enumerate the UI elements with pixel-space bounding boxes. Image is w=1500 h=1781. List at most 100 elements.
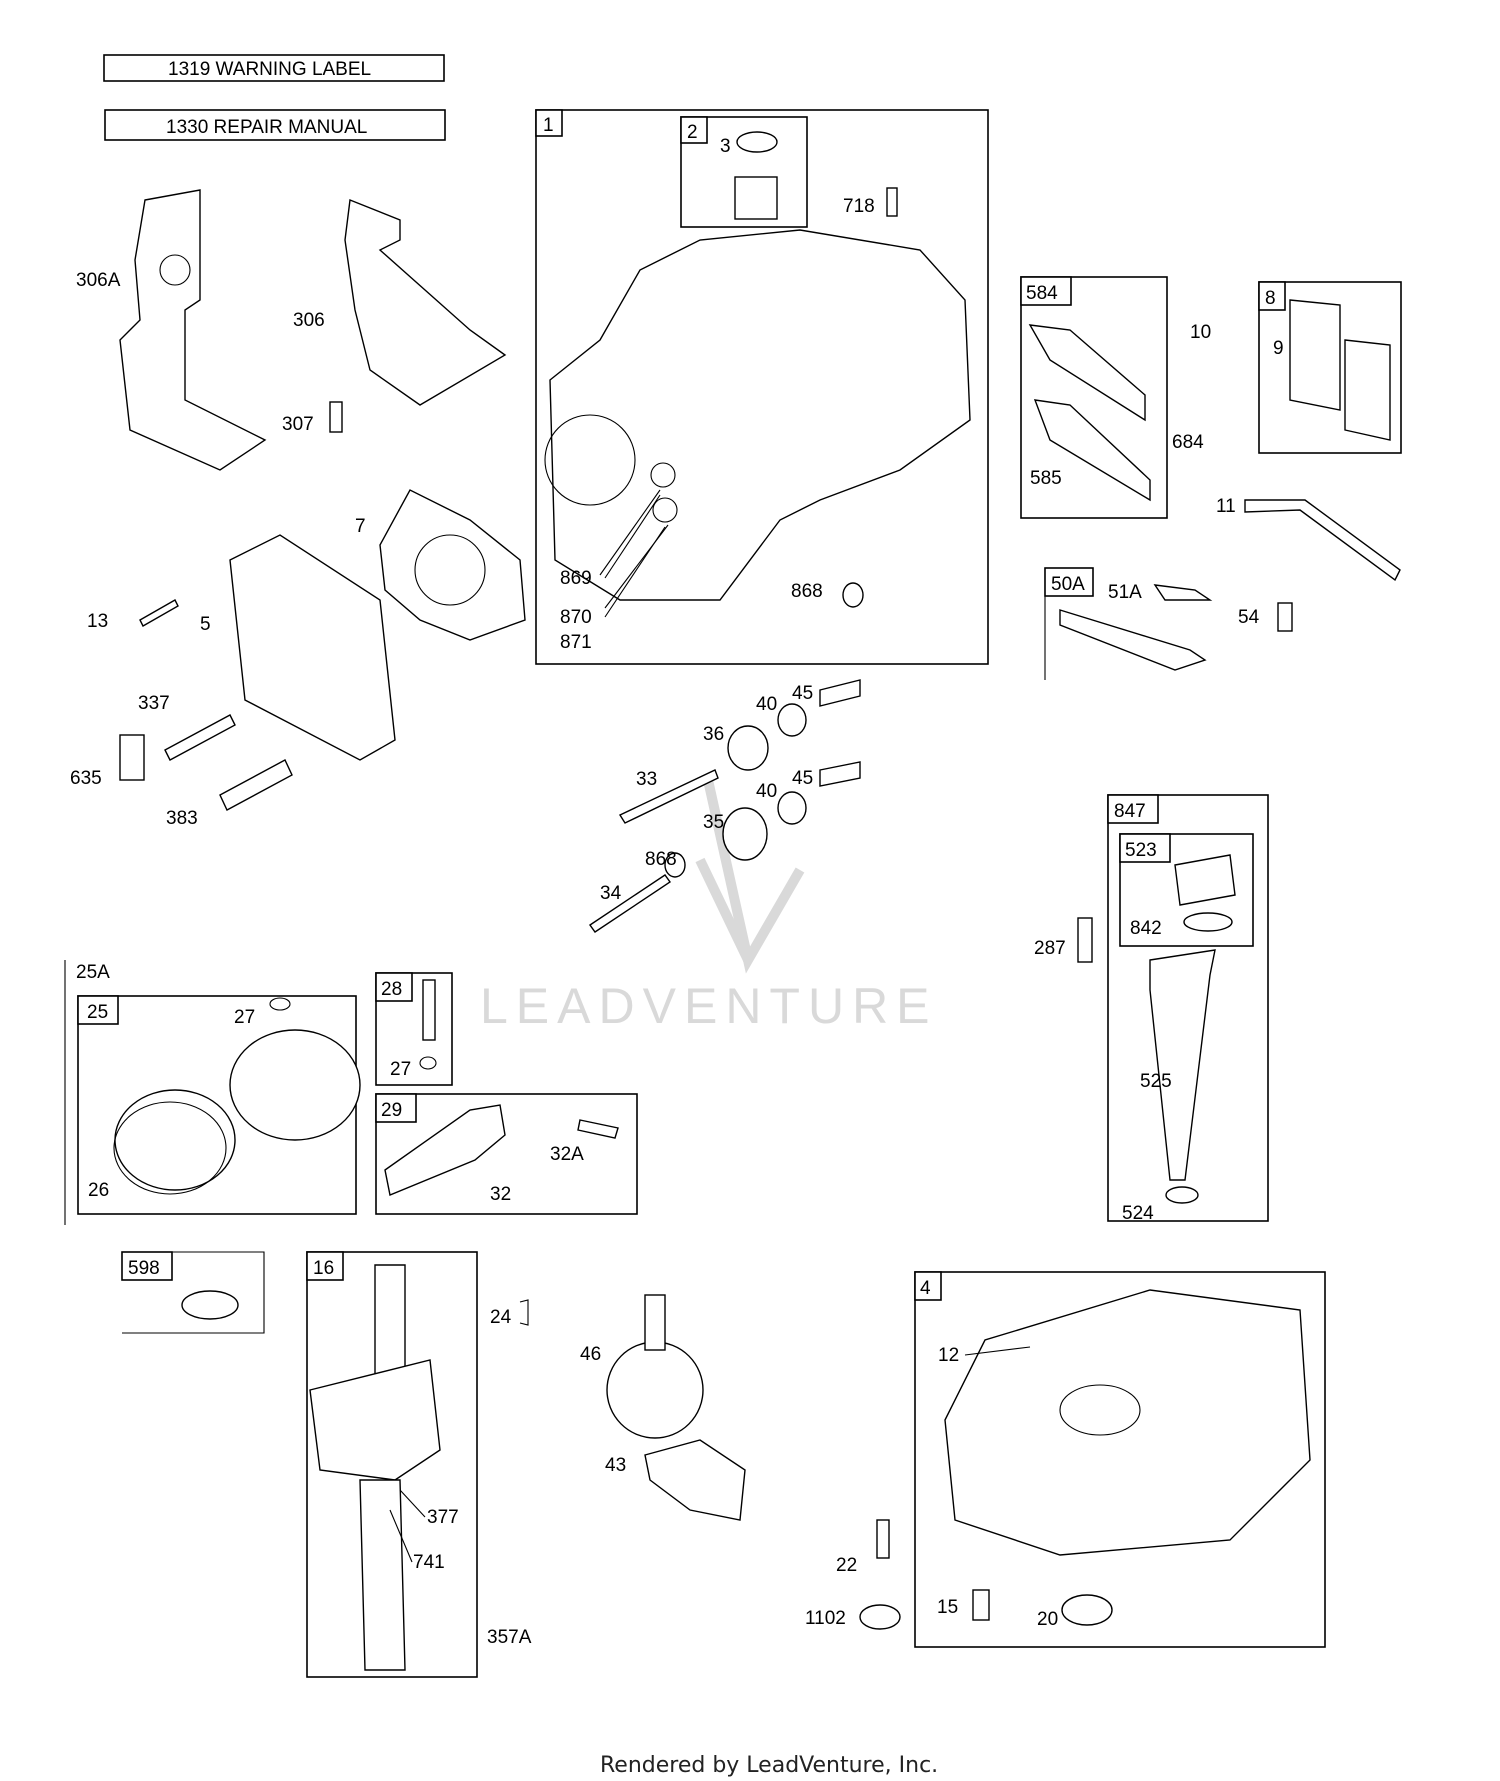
- callout-13: 13: [87, 611, 108, 632]
- svg-text:29: 29: [381, 1100, 402, 1121]
- callout-7: 7: [355, 516, 366, 537]
- leader-lines: [389, 494, 1031, 1563]
- callout-36: 36: [703, 724, 724, 745]
- callout-9: 9: [1273, 338, 1284, 359]
- svg-text:523: 523: [1125, 840, 1157, 861]
- callout-35: 35: [703, 812, 724, 833]
- tool-383: [219, 759, 293, 811]
- callout-11: 11: [1216, 496, 1236, 517]
- callout-870: 870: [560, 607, 592, 628]
- svg-text:1: 1: [543, 115, 554, 136]
- svg-text:25A: 25A: [76, 962, 110, 983]
- washer-1102: [859, 1604, 901, 1630]
- callout-34: 34: [600, 883, 622, 904]
- valve-seal-868a: [842, 582, 864, 608]
- sump-4: [944, 1289, 1311, 1556]
- spark-plug-337: [164, 714, 236, 761]
- callout-684: 684: [1172, 432, 1204, 453]
- group-box-28: 28: [375, 972, 453, 1086]
- callout-10: 10: [1190, 322, 1211, 343]
- callout-45-lower: 45: [792, 768, 813, 789]
- crankshaft-16: [309, 1264, 441, 1671]
- callout-306: 306: [293, 310, 325, 331]
- bushing-part-3: [734, 131, 778, 220]
- callout-43: 43: [605, 1455, 626, 1476]
- callout-5: 5: [200, 614, 211, 635]
- group-box-50A: 50A: [1044, 567, 1094, 680]
- callout-1102: 1102: [805, 1608, 846, 1629]
- cam-gear-46: [606, 1294, 704, 1439]
- svg-text:4: 4: [920, 1278, 931, 1299]
- warning-label-text: 1319 WARNING LABEL: [168, 59, 371, 80]
- callout-871: 871: [560, 632, 592, 653]
- callout-585: 585: [1030, 468, 1062, 489]
- cover-8: [1289, 299, 1391, 441]
- callout-22: 22: [836, 1555, 857, 1576]
- callout-33: 33: [636, 769, 657, 790]
- pin-718: [886, 187, 898, 217]
- fastener-287: [1077, 917, 1093, 963]
- cylinder-head-5: [229, 534, 396, 761]
- warning-label-box[interactable]: 1319 WARNING LABEL: [103, 54, 445, 82]
- tube-11: [1244, 499, 1401, 582]
- piston-25: [113, 997, 361, 1195]
- watermark-text: LEADVENTURE: [480, 978, 938, 1034]
- callouts: 3 718 306A 306 307 10 9 684 585 11 869 8…: [70, 136, 1284, 1648]
- callout-46: 46: [580, 1344, 601, 1365]
- gasket-585: [1033, 399, 1151, 502]
- governor-43: [644, 1439, 746, 1521]
- svg-text:50A: 50A: [1051, 574, 1085, 595]
- cylinder-block: [544, 229, 971, 609]
- callout-383: 383: [166, 808, 198, 829]
- callout-12: 12: [938, 1345, 959, 1366]
- callout-40-lower: 40: [756, 781, 777, 802]
- callout-635: 635: [70, 768, 102, 789]
- callout-15: 15: [937, 1597, 958, 1618]
- callout-32: 32: [490, 1184, 511, 1205]
- o-ring-524: [1165, 1186, 1199, 1204]
- repair-manual-text: 1330 REPAIR MANUAL: [166, 117, 367, 138]
- heat-shield-306: [344, 199, 507, 406]
- callout-869: 869: [560, 568, 592, 589]
- svg-text:28: 28: [381, 979, 402, 1000]
- screw-54: [1277, 602, 1293, 632]
- group-box-598: 598: [121, 1251, 265, 1334]
- callout-718: 718: [843, 196, 875, 217]
- gasket-584: [1028, 324, 1146, 422]
- o-ring-598: [181, 1290, 239, 1320]
- watermark: LEADVENTURE: [480, 778, 938, 1034]
- svg-text:25: 25: [87, 1002, 108, 1023]
- piston-pin-28: [419, 979, 437, 1070]
- callout-842: 842: [1130, 918, 1162, 939]
- callout-27-pin: 27: [390, 1059, 411, 1080]
- footer-credit: Rendered by LeadVenture, Inc.: [600, 1753, 938, 1778]
- callout-306A: 306A: [76, 270, 121, 291]
- callout-357A: 357A: [487, 1627, 532, 1648]
- callout-51A: 51A: [1108, 582, 1142, 603]
- gasket-head-7: [379, 489, 526, 641]
- callout-3: 3: [720, 136, 731, 157]
- pin-24: [519, 1299, 529, 1326]
- callout-24: 24: [490, 1307, 512, 1328]
- boot-635: [119, 734, 145, 781]
- svg-text:847: 847: [1114, 801, 1146, 822]
- gasket-51A: [1153, 584, 1213, 601]
- callout-32A: 32A: [550, 1144, 584, 1165]
- repair-manual-box[interactable]: 1330 REPAIR MANUAL: [104, 109, 446, 141]
- callout-20: 20: [1037, 1609, 1058, 1630]
- svg-text:598: 598: [128, 1258, 160, 1279]
- callout-26: 26: [88, 1180, 109, 1201]
- callout-868-lower: 868: [645, 849, 677, 870]
- svg-text:584: 584: [1026, 283, 1058, 304]
- callout-525: 525: [1140, 1071, 1172, 1092]
- valve-train: [589, 679, 861, 933]
- callout-27-piston: 27: [234, 1007, 255, 1028]
- breather-tube-50A: [1059, 609, 1207, 671]
- svg-text:8: 8: [1265, 288, 1276, 309]
- oil-fill-tube-525: [1149, 854, 1236, 1181]
- callout-337: 337: [138, 693, 170, 714]
- callout-868-upper: 868: [791, 581, 823, 602]
- callout-377: 377: [427, 1507, 459, 1528]
- fastener-22: [876, 1519, 890, 1559]
